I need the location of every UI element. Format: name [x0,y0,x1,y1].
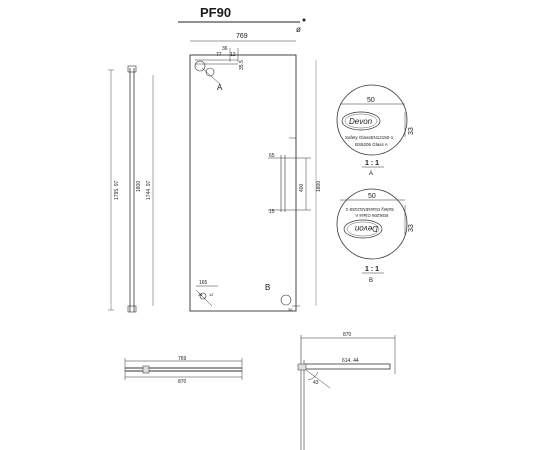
overall-width-dim: 769 [236,33,248,40]
side-dim-43: 43 [313,380,319,386]
top-fitting [194,48,239,85]
top-dim-77: 77 [216,52,222,58]
side-dim-870: 870 [343,332,352,338]
detail-a-text-line1: Safety GlassEN12150-1 [345,135,394,140]
detail-b-label: B [369,278,373,284]
title-mark: ø [296,25,301,34]
bottom-dim-165: 165 [199,280,208,286]
side-view [297,335,396,450]
plan-dim-870: 870 [178,379,187,385]
glass-panel [189,54,297,312]
detail-b-dim-50: 50 [368,193,376,200]
side-dim-614: 614. 44 [342,358,359,364]
left-dim-1744: 1744. 97 [146,180,152,200]
detail-b-text-line2: BS6206 Glass A [355,213,388,218]
title-dot [302,18,306,22]
detail-b-text-line1: Safety GlassEN12150-1 [345,207,394,212]
handle-dim-400: 400 [299,183,305,192]
bottom-fitting [195,285,300,307]
detail-b-scale: 1 : 1 [365,266,379,273]
handle-dim-15: 15 [269,209,275,215]
bottom-dim-36: 36 [288,307,293,312]
handle [268,137,311,212]
marker-a: A [217,83,223,92]
bottom-dim-35: 35 [198,292,203,297]
detail-b-logo: Devon [354,224,378,233]
right-dim-1800: 1800 [316,181,322,192]
detail-a-dim-50: 50 [367,97,375,104]
top-dim-12: 12 [230,52,236,58]
drawing-title: PF90 [200,5,231,20]
detail-a-dim-33: 33 [408,127,415,135]
detail-b [336,188,408,260]
detail-a-label: A [369,171,373,177]
detail-a-logo: Devon [349,117,373,126]
bottom-dim-12: 12 [209,292,214,297]
detail-a-scale: 1 : 1 [365,160,379,167]
top-dim-36: 36 [222,46,228,52]
plan-dim-769: 769 [178,356,187,362]
detail-a [336,84,408,156]
detail-a-text-line2: BS6206 Glass A [355,142,388,147]
left-dim-1800: 1800 [136,181,142,192]
plan-view [124,358,243,380]
top-dim-35-5: 35.5 [239,60,245,70]
handle-dim-65: 65 [269,153,275,159]
left-dim-1795: 1795. 97 [114,180,120,200]
marker-b: B [265,283,270,292]
side-profile-left [108,65,154,313]
detail-b-dim-33: 33 [408,224,415,232]
